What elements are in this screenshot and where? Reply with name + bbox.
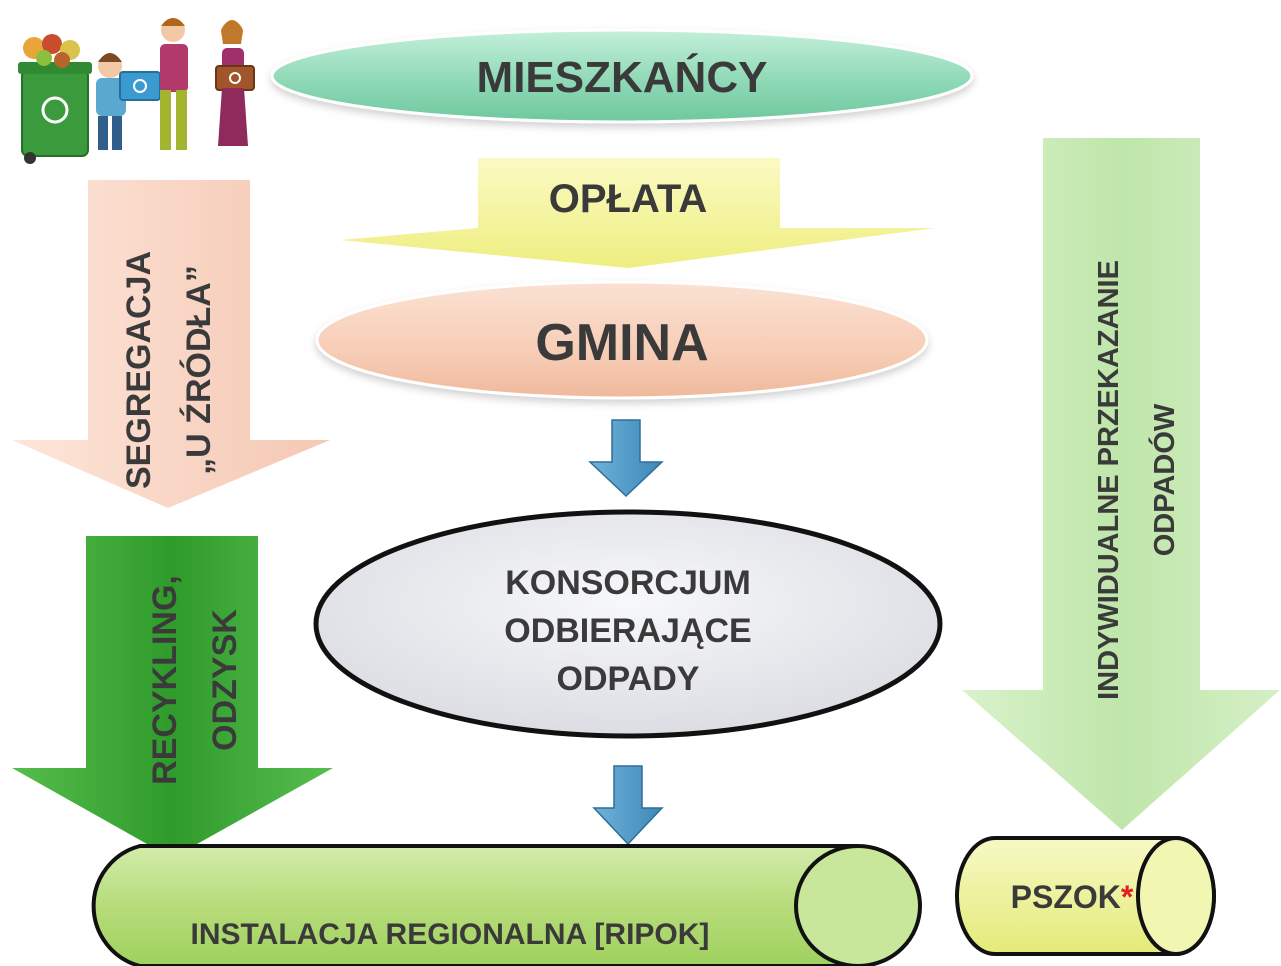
consortium-label-line1: KONSORCJUM — [505, 564, 751, 602]
consortium-label-line2: ODBIERAJĄCE — [504, 612, 751, 650]
segregation-label-line1: SEGREGACJA — [120, 251, 158, 489]
municipality-label: GMINA — [535, 314, 708, 372]
consortium-label-line3: ODPADY — [557, 660, 700, 698]
pszok-label: PSZOK* — [1011, 879, 1134, 915]
fee-arrow — [340, 158, 935, 268]
segregation-label-line2: „U ŹRÓDŁA” — [180, 265, 218, 475]
pszok-node — [955, 836, 1216, 956]
individual-delivery-label-line1: INDYWIDUALNE PRZEKAZANIE — [1093, 260, 1125, 700]
recycling-label-line1: RECYKLING, — [146, 575, 184, 785]
individual-delivery-label-line2: ODPADÓW — [1147, 403, 1181, 556]
flow-arrow-consortium-to-installation — [592, 765, 664, 846]
recycling-label-line2: ODZYSK — [206, 609, 244, 751]
flow-arrow-municipality-to-consortium — [588, 419, 664, 498]
pszok-text: PSZOK — [1011, 879, 1121, 915]
regional-installation-label: INSTALACJA REGIONALNA [RIPOK] — [191, 918, 710, 951]
residents-node — [270, 28, 974, 124]
segregation-arrow — [12, 180, 330, 508]
regional-installation-node — [91, 844, 922, 966]
family-recycling-bins-icon — [18, 18, 255, 164]
fee-label: OPŁATA — [549, 177, 708, 221]
individual-delivery-arrow — [962, 138, 1280, 830]
municipality-node — [315, 280, 929, 400]
residents-label: MIESZKAŃCY — [477, 52, 768, 102]
consortium-node — [313, 509, 943, 739]
pszok-asterisk: * — [1121, 879, 1134, 915]
recycling-arrow — [12, 536, 333, 858]
